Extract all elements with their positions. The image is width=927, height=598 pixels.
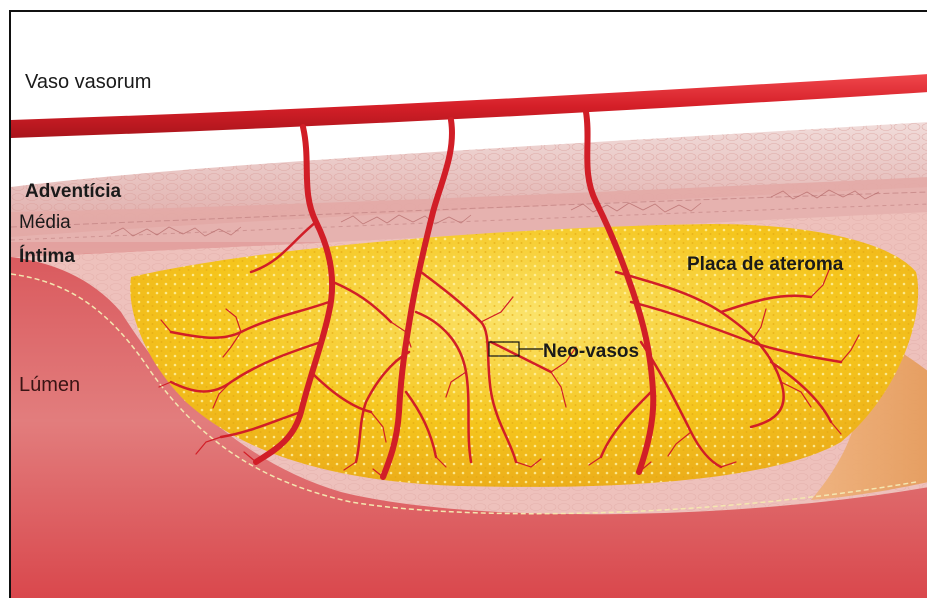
label-lumen: Lúmen xyxy=(19,375,80,395)
label-placa-de-ateroma: Placa de ateroma xyxy=(687,255,843,274)
label-media: Média xyxy=(19,213,71,232)
artery-cross-section-illustration xyxy=(11,12,927,598)
label-vaso-vasorum: Vaso vasorum xyxy=(25,72,151,92)
illustration-frame: Vaso vasorum Adventícia Média Íntima Lúm… xyxy=(9,10,927,598)
label-adventicia: Adventícia xyxy=(25,182,121,201)
label-neo-vasos: Neo-vasos xyxy=(543,342,639,361)
label-intima: Íntima xyxy=(19,247,75,266)
